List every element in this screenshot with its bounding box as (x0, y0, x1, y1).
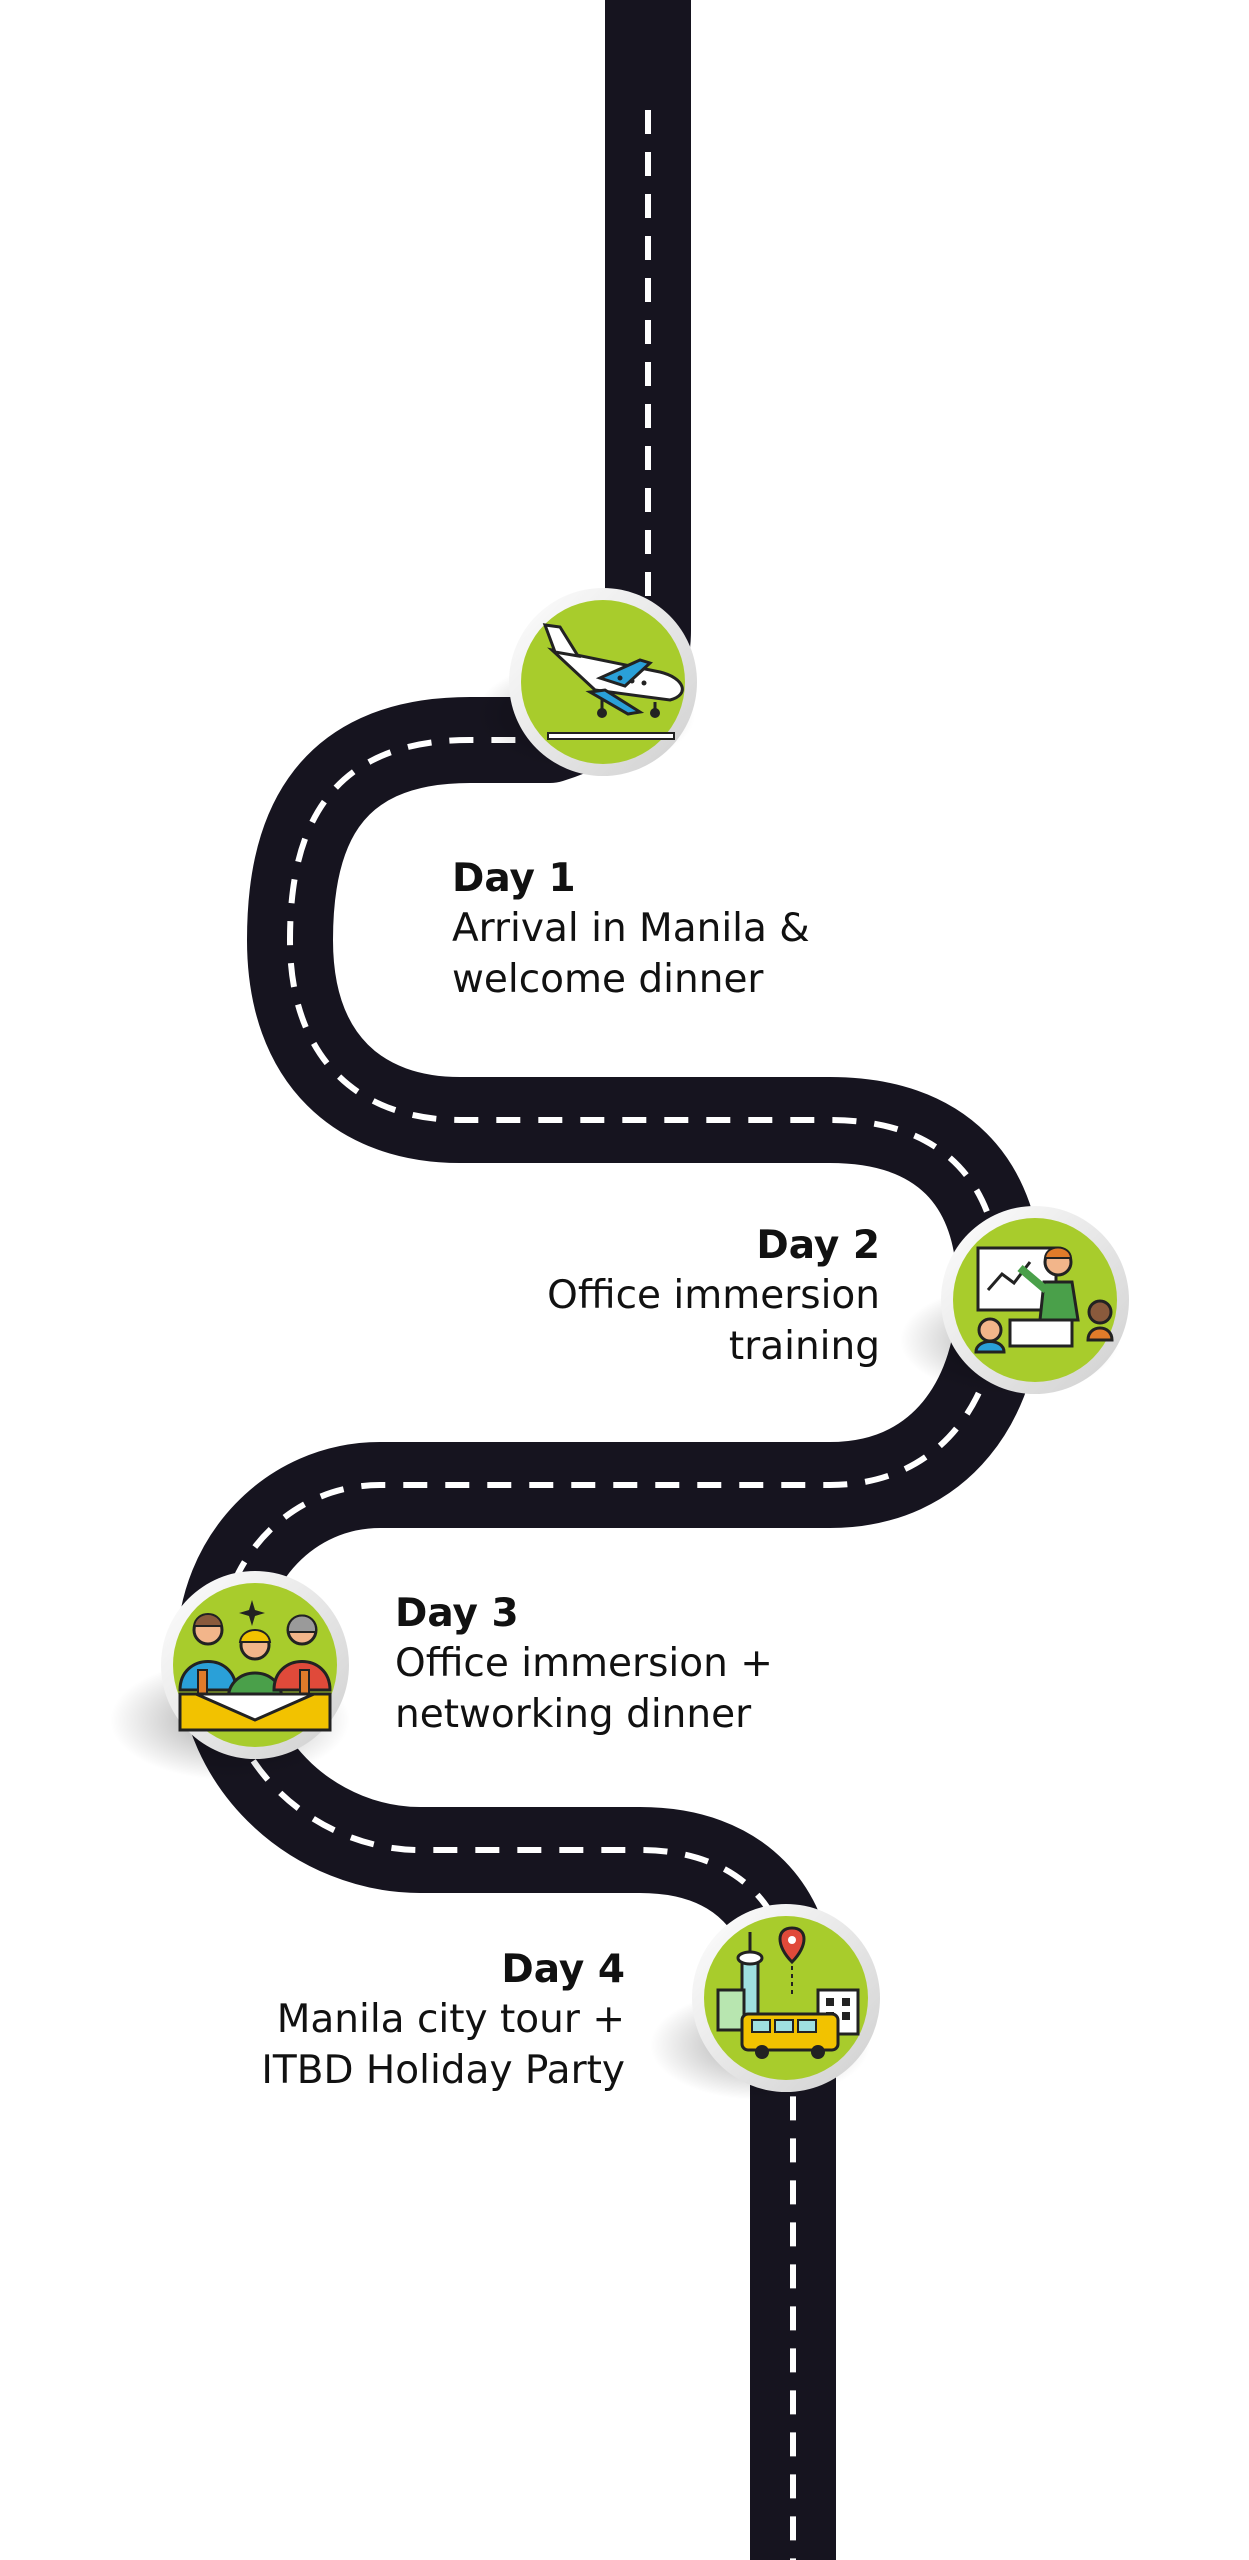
stop-1-day: Day 1 (452, 856, 576, 901)
stop-4-desc-line1: Manila city tour + (276, 1997, 625, 2042)
stop-1-desc-line1: Arrival in Manila & (452, 906, 810, 951)
lane-markings (216, 110, 1004, 2560)
stop-3-label: Day 3 Office immersion + networking dinn… (395, 1590, 895, 1740)
stop-1-badge (475, 588, 697, 776)
stop-2-desc-line2: training (728, 1324, 880, 1369)
stop-2-label: Day 2 Office immersion training (400, 1222, 880, 1372)
stop-2-badge (900, 1206, 1129, 1395)
stop-4-label: Day 4 Manila city tour + ITBD Holiday Pa… (160, 1946, 625, 2096)
city-tour-bus-icon (716, 1926, 860, 2059)
stop-3-day: Day 3 (395, 1591, 519, 1636)
networking-dinner-icon (178, 1600, 332, 1732)
presentation-trainer-icon (974, 1246, 1114, 1354)
stop-4-badge (650, 1904, 880, 2100)
airplane-landing-icon (542, 623, 684, 740)
stop-4-desc-line2: ITBD Holiday Party (261, 2048, 625, 2093)
stop-2-desc-line1: Office immersion (547, 1273, 880, 1318)
stop-1-desc-line2: welcome dinner (452, 957, 764, 1002)
stop-2-day: Day 2 (756, 1223, 880, 1268)
stop-3-desc-line2: networking dinner (395, 1692, 752, 1737)
stop-3-desc-line1: Office immersion + (395, 1641, 773, 1686)
stop-1-label: Day 1 Arrival in Manila & welcome dinner (452, 855, 932, 1005)
stop-3-badge (110, 1571, 350, 1780)
stop-4-day: Day 4 (501, 1947, 625, 1992)
